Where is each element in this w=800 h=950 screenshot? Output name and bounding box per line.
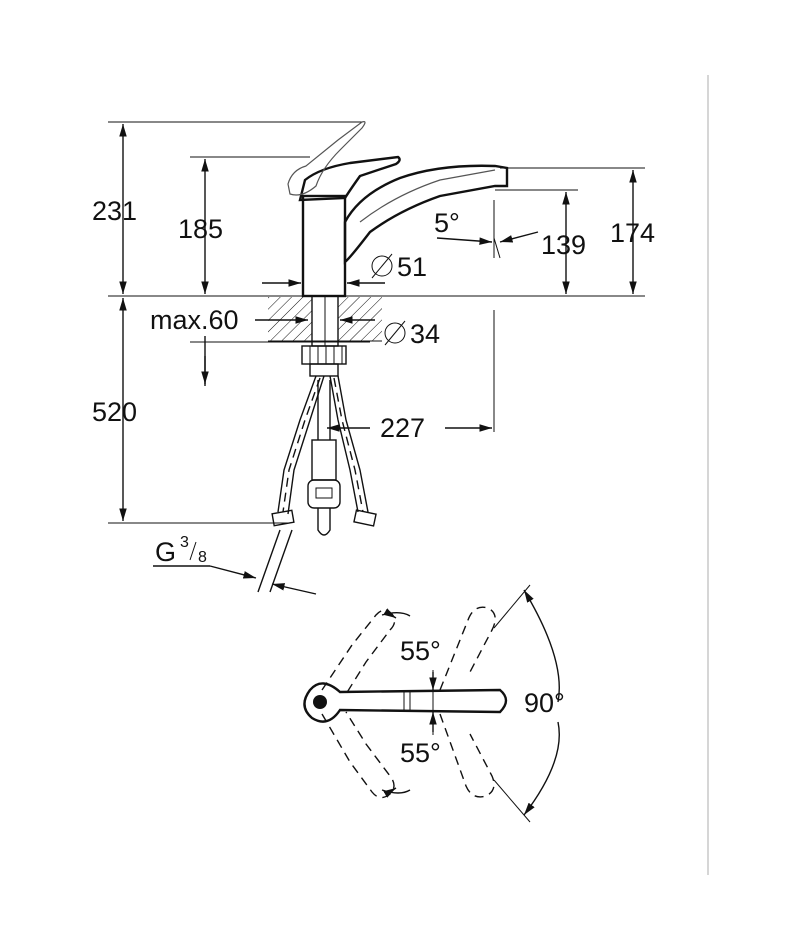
nut-collar (309, 363, 339, 377)
dim-231-label: 231 (92, 196, 137, 226)
diameter-slash-34 (384, 320, 406, 346)
deck-hatch-right (338, 297, 382, 341)
connection-fraction-bar (189, 541, 197, 561)
hose-right-inner (337, 375, 369, 513)
hose-right-fitting (353, 509, 377, 527)
angle-55-upper-tick (383, 608, 397, 619)
diameter-slash (371, 253, 393, 279)
angle-90-label: 90° (524, 688, 565, 718)
angle-55-lower-label: 55° (400, 738, 441, 768)
mounting-nut (301, 345, 347, 365)
connection-sup: 3 (180, 534, 189, 551)
dim-max60-label: max.60 (150, 305, 239, 335)
plan-view: 55° 55° 90° (303, 584, 565, 823)
spout-ghost-line (359, 169, 496, 223)
angle-55-upper-arc (381, 612, 411, 617)
dim-51-group: 51 (371, 252, 427, 282)
deck-hatch-left (268, 297, 312, 341)
angle-90-arc-upper (523, 589, 560, 703)
angle-5-arrow-left (436, 237, 493, 245)
angle-55-lower-tick (383, 787, 397, 798)
angle-5-tilt-line (493, 237, 501, 259)
angle-90-ext-lower (493, 779, 531, 823)
dim-34-label: 34 (410, 319, 440, 349)
plan-handle-pivot (313, 695, 327, 709)
hose-weight-clip (315, 487, 333, 499)
connection-label: G (155, 537, 176, 567)
hose-right-outer (329, 375, 359, 513)
angle-55-upper-label: 55° (400, 636, 441, 666)
connection-sub: 8 (198, 549, 207, 566)
hose-left-inner (287, 375, 325, 515)
thread-line-2 (269, 529, 293, 593)
connection-arrow-right (271, 583, 317, 595)
angle-5-arrow-right (499, 231, 539, 243)
plan-ghost-lower-left (321, 711, 395, 799)
angle-90-arc-lower (523, 721, 560, 816)
faucet-body (301, 194, 347, 298)
faucet-spout (343, 164, 509, 265)
dim-520-label: 520 (92, 397, 137, 427)
thread-line-1 (257, 529, 281, 593)
dim-227-label: 227 (380, 413, 425, 443)
hose-weight (311, 439, 337, 481)
pullout-hose (307, 380, 341, 536)
connection-arrow-left (209, 565, 257, 579)
dim-139-label: 139 (541, 230, 586, 260)
diameter-icon-34 (384, 322, 406, 344)
dim-185-label: 185 (178, 214, 223, 244)
plan-ghost-lower-right (439, 713, 495, 798)
hose-left-outer (277, 375, 317, 513)
dim-34-group: 34 (384, 319, 440, 349)
supply-hoses (271, 375, 377, 527)
plan-ghost-upper-left (321, 609, 396, 695)
diameter-icon (371, 255, 393, 277)
hose-right-braid (333, 377, 364, 513)
handle-ghost-raised (287, 121, 366, 196)
plan-ghost-upper-right (439, 606, 496, 691)
dim-174-label: 174 (610, 218, 655, 248)
angle-5-label: 5° (434, 208, 460, 238)
hose-left-braid (282, 377, 321, 513)
hose-end (317, 508, 331, 536)
plan-handle (303, 682, 508, 723)
hose-left-fitting (271, 509, 295, 527)
angle-55-lower-arc (381, 789, 411, 794)
dim-51-label: 51 (397, 252, 427, 282)
faucet-handle (298, 155, 401, 202)
hose-weight-body (307, 479, 341, 509)
elevation-view: 231 185 174 139 5° 51 (92, 121, 655, 595)
